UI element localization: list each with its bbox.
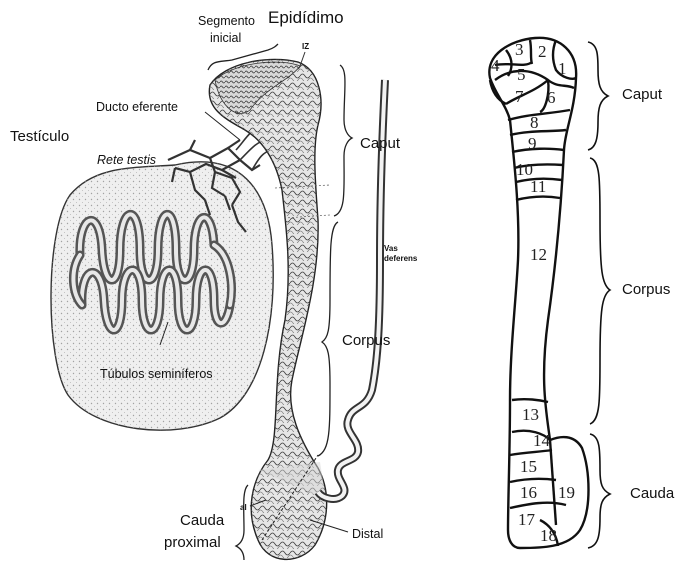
iz-label: IZ [302, 42, 309, 51]
segment-19: 19 [558, 483, 575, 502]
right-braces [588, 42, 610, 548]
caput-label-left: Caput [360, 135, 400, 152]
rete-testis-label: Rete testis [97, 153, 156, 167]
segment-3: 3 [515, 40, 524, 59]
segment-11: 11 [530, 177, 546, 196]
caput-label-right: Caput [622, 86, 662, 103]
corpus-label-right: Corpus [622, 281, 670, 298]
segment-12: 12 [530, 245, 547, 264]
segment-2: 2 [538, 42, 547, 61]
segment-15: 15 [520, 457, 537, 476]
segment-9: 9 [528, 134, 537, 153]
distal-label: Distal [352, 527, 383, 541]
segment-4: 4 [491, 56, 500, 75]
segment-17: 17 [518, 510, 536, 529]
segment-13: 13 [522, 405, 539, 424]
vas-deferens-label-line1: Vas [384, 244, 398, 253]
segment-5: 5 [517, 65, 526, 84]
initial-segment-label-line1: Segmento [198, 14, 255, 28]
initial-segment-label-line2: inicial [210, 31, 241, 45]
efferent-duct-label: Ducto eferente [96, 100, 178, 114]
segment-diagram [489, 38, 588, 548]
corpus-label-left: Corpus [342, 332, 390, 349]
segment-7: 7 [515, 87, 524, 106]
epididymis-title: Epidídimo [268, 8, 344, 28]
vas-deferens-label-line2: deferens [384, 254, 417, 263]
segment-numbers: 1 2 3 4 5 6 7 8 9 10 11 12 13 14 15 16 1… [491, 40, 575, 545]
cauda-proximal-label-line1: Cauda [180, 512, 224, 529]
segment-6: 6 [547, 88, 556, 107]
cauda-proximal-label-line2: proximal [164, 534, 221, 551]
seminiferous-tubules-label: Túbulos seminíferos [100, 367, 213, 381]
segment-1: 1 [558, 59, 567, 78]
segment-18: 18 [540, 526, 557, 545]
cauda-label-right: Cauda [630, 485, 674, 502]
segment-8: 8 [530, 113, 539, 132]
al-label: al [240, 503, 247, 512]
segment-14: 14 [533, 431, 551, 450]
segment-16: 16 [520, 483, 537, 502]
testis-label: Testículo [10, 128, 69, 145]
